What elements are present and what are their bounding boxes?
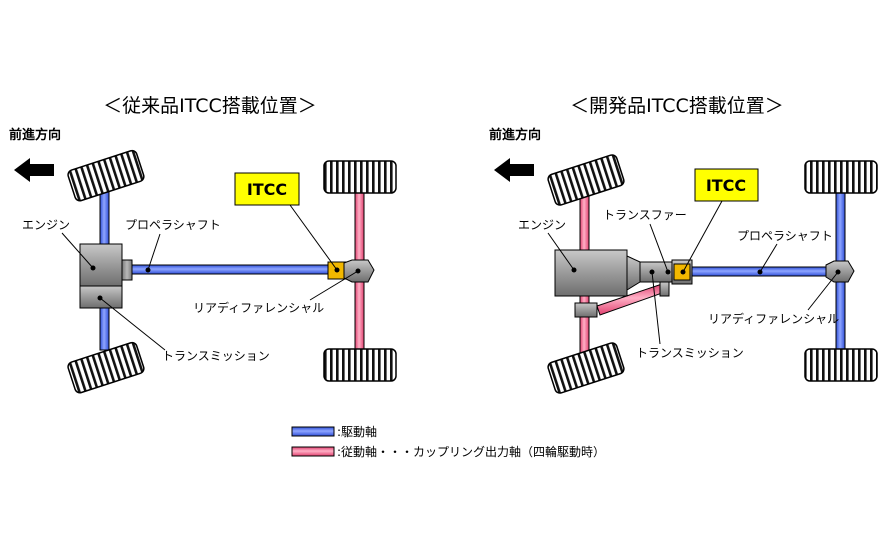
- propeller-shaft: [121, 264, 339, 275]
- rear-differential-label: リアディファレンシャル: [708, 311, 839, 326]
- rear-right-tire: [323, 348, 397, 382]
- legend-drive-label: :駆動軸: [337, 425, 377, 439]
- transmission-label: トランスミッション: [636, 346, 744, 360]
- itcc-leader-line: [289, 204, 338, 271]
- itcc-label: ITCC: [706, 176, 746, 195]
- panel-title: ＜従来品ITCC搭載位置＞: [103, 95, 317, 117]
- itcc-leader-line: [682, 200, 723, 273]
- diff-leader-line: [807, 271, 839, 311]
- panel-conventional: ＜従来品ITCC搭載位置＞ 前進方向 ITCC: [9, 95, 397, 394]
- forward-arrow-icon: [14, 158, 54, 182]
- transmission-output: [121, 259, 133, 281]
- forward-direction-label: 前進方向: [9, 127, 61, 143]
- transmission-label: トランスミッション: [162, 349, 270, 363]
- legend-driven-label: :従動軸・・・カップリング出力軸（四輪駆動時）: [337, 444, 605, 459]
- panel-title: ＜開発品ITCC搭載位置＞: [570, 95, 784, 117]
- front-left-tire: [67, 149, 145, 202]
- legend-driven-swatch: [291, 446, 335, 457]
- itcc-label: ITCC: [247, 180, 287, 199]
- engine-leader-line: [547, 232, 575, 271]
- diff-leader-line: [309, 270, 359, 301]
- rear-differential-label: リアディファレンシャル: [193, 300, 324, 315]
- transmission-leader-line: [99, 297, 166, 351]
- engine-label: エンジン: [22, 218, 70, 232]
- front-right-tire: [67, 341, 145, 394]
- transmission-leader-line: [651, 271, 661, 345]
- propshaft-leader-line: [147, 233, 161, 271]
- propeller-shaft-label: プロペラシャフト: [737, 229, 833, 243]
- legend: :駆動軸 :従動軸・・・カップリング出力軸（四輪駆動時）: [291, 425, 605, 459]
- forward-arrow-icon: [494, 158, 534, 182]
- propeller-shaft-label: プロペラシャフト: [125, 218, 221, 232]
- propshaft-leader-line: [759, 243, 778, 273]
- engine-label: エンジン: [518, 218, 566, 232]
- rear-left-tire: [323, 160, 397, 194]
- front-right-tire: [547, 342, 625, 394]
- forward-direction-label: 前進方向: [489, 127, 541, 143]
- panel-developed: ＜開発品ITCC搭載位置＞ 前進方向: [489, 95, 878, 394]
- engine-leader-line: [61, 232, 94, 269]
- itcc-label-box: [234, 172, 300, 206]
- itcc-label-box: [694, 168, 759, 202]
- engine-block: [554, 249, 628, 297]
- legend-drive-swatch: [291, 426, 335, 437]
- transfer-label: トランスファー: [603, 208, 687, 222]
- front-left-tire: [547, 154, 625, 206]
- engine-block: [79, 243, 123, 287]
- front-differential: [574, 302, 598, 318]
- transfer-leader-line: [649, 223, 669, 273]
- rear-left-tire: [804, 160, 878, 194]
- bell-housing: [626, 255, 641, 291]
- rear-right-tire: [804, 348, 878, 382]
- transfer-output: [659, 281, 670, 297]
